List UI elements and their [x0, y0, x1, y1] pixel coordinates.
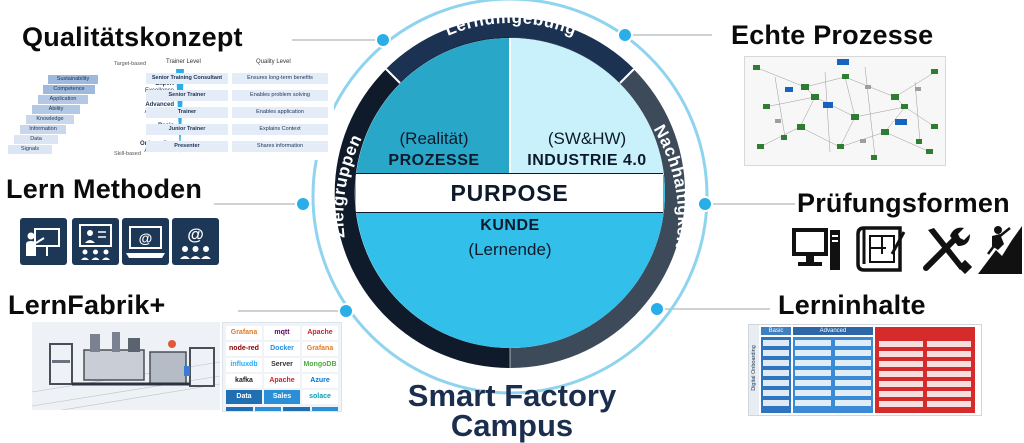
heading-lerninhalte: Lerninhalte [778, 290, 926, 320]
title-line-1: Smart Factory [407, 378, 617, 413]
quality-concept-thumbnail: Sustainability Competence Application Ab… [4, 55, 334, 160]
table-cell: Junior Trainer [146, 124, 228, 135]
tech-logo: Server [264, 358, 300, 372]
level-name: Advanced [145, 102, 174, 108]
tech-logo: kafka [226, 374, 262, 388]
table-cell: Trainer [146, 107, 228, 118]
process-map-image [744, 56, 946, 166]
learning-factory-image [32, 322, 220, 410]
trainer-whiteboard-icon [20, 218, 67, 265]
curriculum-col-basic: Basic [761, 327, 791, 335]
table-cell: Senior Training Consultant [146, 73, 228, 84]
ring-segments [334, 17, 686, 368]
tech-logo: mqtt [264, 326, 300, 340]
pyramid-level: Knowledge [26, 115, 74, 124]
purpose-bar: PURPOSE [356, 173, 663, 213]
connector-lines [214, 34, 795, 312]
knowledge-pyramid: Sustainability Competence Application Ab… [8, 75, 103, 157]
tools-icon [920, 224, 973, 275]
blueprint-icon [856, 224, 908, 274]
table-cell: Enables problem solving [232, 90, 328, 101]
tech-logo: Azure [302, 374, 338, 388]
title-line-2: Campus [450, 408, 574, 443]
svg-text:@: @ [139, 230, 153, 246]
pyramid-level: Competence [43, 85, 95, 94]
video-conference-icon [72, 218, 119, 265]
table-cell: Enables application [232, 107, 328, 118]
level-name: Expert [155, 81, 174, 87]
curriculum-image: Digital Onboarding Basic Advanced [748, 324, 982, 416]
table-cell: Ensures long-term benefits [232, 73, 328, 84]
tech-logo: Apache [264, 374, 300, 388]
curriculum-side-label: Digital Onboarding [751, 345, 757, 391]
technology-logos-grid: Grafana mqtt Apache node-red Docker Graf… [222, 322, 342, 412]
quadrant-processes-sub: (Realität) [399, 129, 469, 148]
quadrant-industry-sub: (SW&HW) [547, 129, 627, 148]
tech-logo: Data [226, 390, 262, 404]
tech-logo: influxdb [226, 358, 262, 372]
pyramid-level: Sustainability [48, 75, 98, 84]
tech-logo: Grafana [226, 326, 262, 340]
tech-logo: Apache [302, 326, 338, 340]
heading-lern-methoden: Lern Methoden [6, 174, 203, 204]
heading-pruefungsformen: Prüfungsformen [797, 188, 1010, 218]
heading-echte-prozesse: Echte Prozesse [731, 20, 934, 50]
quadrant-customer-label: KUNDE [480, 217, 540, 234]
table-cell: Explains Context [232, 124, 328, 135]
quadrant-customer-sub: (Lernende) [468, 240, 552, 259]
pyramid-level: Application [38, 95, 88, 104]
tech-logo: solace [302, 390, 338, 404]
climber-icon [978, 220, 1022, 274]
email-icon: @ [122, 218, 169, 265]
heading-lernfabrik: LernFabrik+ [8, 290, 166, 320]
curriculum-side-label-bar: Digital Onboarding [749, 325, 759, 415]
tech-logo: Grafana [302, 342, 338, 356]
pyramid-level: Information [20, 125, 66, 134]
curriculum-col-advanced: Advanced [793, 327, 873, 335]
tech-logo: Sales [264, 390, 300, 404]
trainer-quality-table: Trainer Level Quality Level Senior Train… [146, 59, 332, 159]
tech-logo: Docker [264, 342, 300, 356]
quadrant-processes-label: PROZESSE [388, 152, 480, 169]
pyramid-level: Signals [8, 145, 52, 154]
outer-ring [311, 0, 709, 395]
table-header: Trainer Level [166, 59, 201, 65]
online-group-icon: @ [172, 218, 219, 265]
table-cell: Senior Trainer [146, 90, 228, 101]
svg-text:@: @ [187, 225, 204, 244]
tech-logo: MongoDB [302, 358, 338, 372]
pyramid-level: Ability [32, 105, 80, 114]
heading-qualitaetskonzept: Qualitätskonzept [22, 22, 243, 52]
quadrant-industry-label: INDUSTRIE 4.0 [527, 152, 647, 169]
tech-logo: node-red [226, 342, 262, 356]
skill-based-label: Skill-based [114, 151, 141, 157]
table-cell: Shares information [232, 141, 328, 152]
connector-dots [295, 27, 713, 319]
target-based-label: Target-based [114, 61, 147, 67]
pyramid-level: Data [14, 135, 58, 144]
computer-icon [792, 226, 842, 274]
table-header: Quality Level [256, 59, 291, 65]
table-cell: Presenter [146, 141, 228, 152]
